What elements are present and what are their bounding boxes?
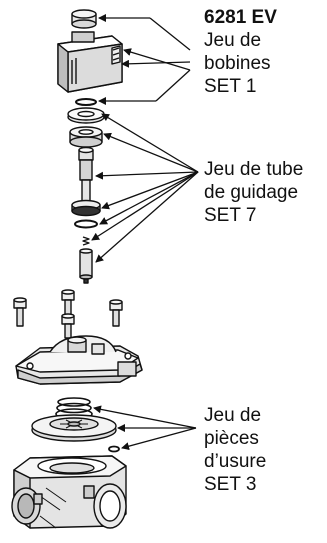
screw-left: [13, 297, 27, 327]
screw-middle-bottom: [61, 313, 75, 339]
label-coil-line-1: Jeu de: [204, 30, 262, 51]
label-guide-set: Jeu de tube de guidage SET 7: [204, 158, 303, 227]
core-spring: [82, 236, 90, 246]
model-title: 6281 EV: [204, 7, 277, 28]
label-guide-line-3: SET 7: [204, 205, 257, 226]
valve-body: [11, 455, 127, 529]
label-guide-line-1: Jeu de tube: [204, 159, 304, 180]
label-wear-line-4: SET 3: [204, 474, 257, 495]
leader-arrows-coil-set: [98, 14, 191, 105]
label-coil-set: 6281 EV Jeu de bobines SET 1: [204, 6, 277, 98]
coil-body: [57, 31, 123, 93]
label-coil-line-2: bobines: [204, 53, 271, 74]
leader-arrows-wear-set: [93, 405, 197, 451]
label-wear-line-2: pièces: [204, 428, 259, 449]
guide-nut: [69, 126, 103, 148]
o-ring-wear: [108, 445, 120, 453]
label-coil-line-3: SET 1: [204, 76, 257, 97]
diaphragm: [31, 414, 117, 442]
guide-tube: [71, 146, 101, 217]
label-wear-line-1: Jeu de: [204, 405, 262, 426]
top-nut: [71, 9, 97, 29]
screw-middle-top: [61, 289, 75, 317]
plunger: [79, 248, 93, 284]
leader-arrows-guide-set: [91, 113, 199, 263]
washer: [67, 107, 105, 124]
valve-cover: [15, 335, 143, 385]
label-wear-set: Jeu de pièces d’usure SET 3: [204, 404, 266, 496]
label-wear-line-3: d’usure: [204, 451, 267, 472]
label-guide-line-2: de guidage: [204, 182, 299, 203]
o-ring-tube: [74, 219, 98, 229]
screw-right: [109, 299, 123, 327]
o-ring-small: [75, 98, 97, 106]
